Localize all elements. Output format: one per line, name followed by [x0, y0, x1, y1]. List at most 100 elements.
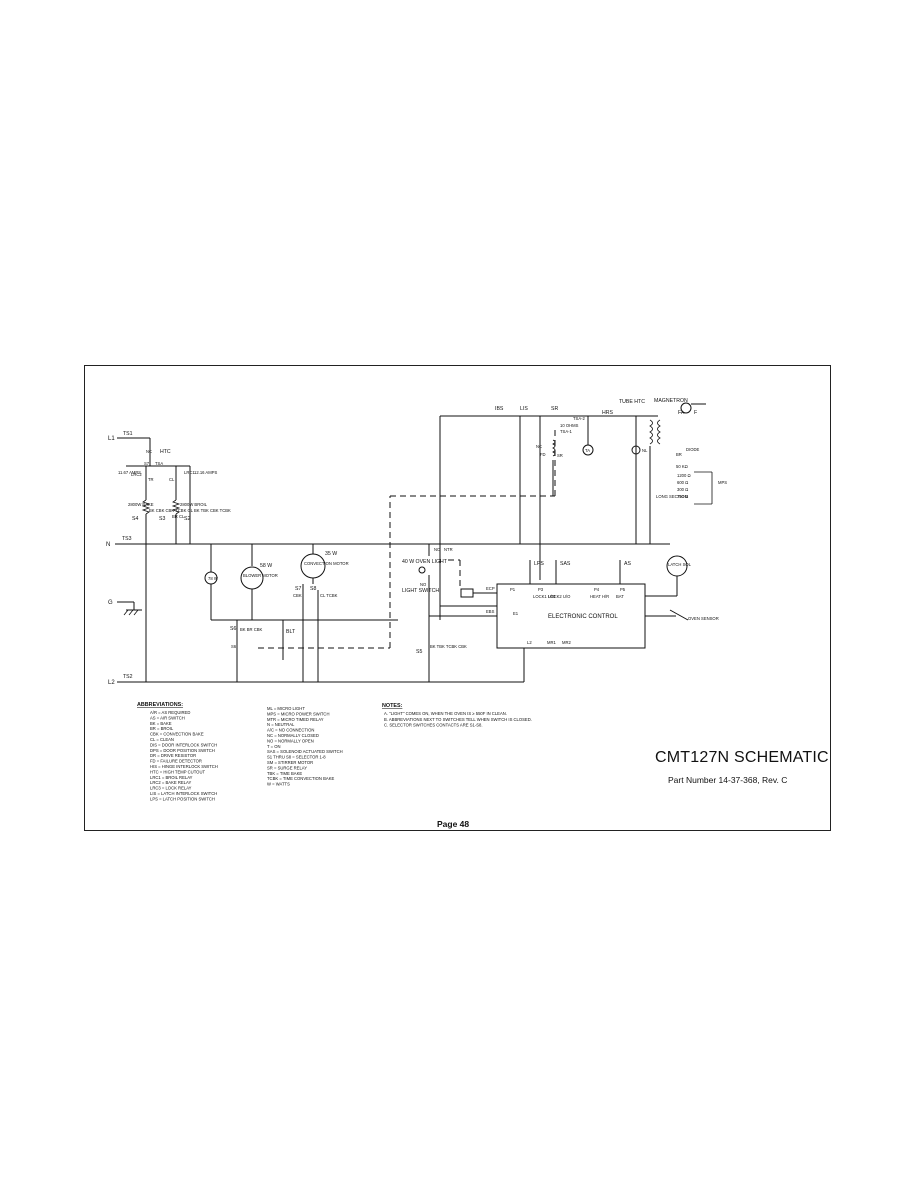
svg-text:TUBE HTC: TUBE HTC — [619, 399, 645, 405]
svg-text:NC: NC — [434, 547, 440, 552]
rail-l1-label: L1 — [108, 436, 115, 442]
rail-g-label: G — [108, 600, 113, 606]
svg-text:AS: AS — [624, 561, 631, 567]
svg-text:S6: S6 — [231, 644, 237, 649]
list-item: DR = DRIVE RESISTOR — [150, 753, 196, 758]
svg-text:LIS: LIS — [520, 406, 528, 412]
svg-text:LONG SECTION: LONG SECTION — [656, 494, 688, 499]
svg-text:11.67 AMPS: 11.67 AMPS — [118, 470, 141, 475]
svg-text:SR: SR — [557, 453, 563, 458]
svg-text:35 W: 35 W — [325, 551, 337, 557]
list-item: MTR = MICRO TIMED RELAY — [267, 717, 324, 722]
svg-text:1200 Ω: 1200 Ω — [677, 473, 691, 478]
page-number: Page 48 — [437, 819, 470, 829]
svg-text:LRC2: LRC2 — [131, 472, 142, 477]
list-item: DIS = DOOR INTERLOCK SWITCH — [150, 742, 217, 747]
svg-text:MAGNETRON: MAGNETRON — [654, 398, 688, 404]
svg-text:NC: NC — [536, 444, 542, 449]
list-item: C. SELECTOR SWITCHES CONTACTS ARE S1-S8. — [384, 723, 483, 728]
abbreviations-heading: ABBREVIATIONS: — [137, 702, 183, 708]
ts2-label: TS2 — [123, 674, 133, 680]
svg-text:MR1: MR1 — [547, 640, 557, 645]
svg-text:LOCK1 U/O: LOCK1 U/O — [533, 594, 556, 599]
loads-section: 78 W BLOWER MOTOR 58 W CONVECTION MOTOR … — [204, 430, 556, 682]
ts1-label: TS1 — [123, 431, 133, 437]
svg-text:MR2: MR2 — [562, 640, 572, 645]
list-item: BK = BAKE — [150, 721, 172, 726]
list-item: BR = BROIL — [150, 726, 174, 731]
list-item: CL = CLEAN — [150, 737, 174, 742]
svg-text:SAS: SAS — [560, 561, 571, 567]
svg-text:BK BR CBK: BK BR CBK — [240, 627, 263, 632]
part-number: Part Number 14-37-368, Rev. C — [668, 775, 788, 785]
svg-text:NO: NO — [420, 582, 427, 587]
svg-text:P5: P5 — [620, 587, 626, 592]
schematic-border — [84, 365, 831, 831]
svg-text:2800W BROIL: 2800W BROIL — [180, 502, 208, 507]
list-item: SR = SURGE RELAY — [267, 765, 307, 770]
svg-text:NL: NL — [642, 448, 648, 453]
svg-text:TA: TA — [585, 448, 590, 453]
svg-text:F: F — [694, 410, 697, 416]
svg-text:2800W BAKE: 2800W BAKE — [128, 502, 154, 507]
svg-text:IBS: IBS — [495, 406, 504, 412]
list-item: LPS = LATCH POSITION SWITCH — [150, 796, 215, 801]
list-item: ML = MICRO LIGHT — [267, 706, 305, 711]
list-item: A. "LIGHT" COMES ON, WHEN THE OVEN IS ≥ … — [384, 711, 507, 716]
rail-g: G — [108, 600, 142, 616]
svg-text:S6: S6 — [230, 626, 236, 632]
list-item: B. ABBREVIATIONS NEXT TO SWITCHES TELL W… — [384, 717, 532, 722]
notes: NOTES: A. "LIGHT" COMES ON, WHEN THE OVE… — [382, 703, 532, 728]
list-item: A/R = AS REQUIRED — [150, 710, 190, 715]
svg-text:BR: BR — [676, 452, 682, 457]
svg-text:TSA-1: TSA-1 — [560, 429, 573, 434]
svg-text:S7: S7 — [144, 461, 150, 466]
list-item: W = WATTS — [267, 782, 290, 787]
svg-text:10 OHMS: 10 OHMS — [560, 423, 579, 428]
list-item: TCBK = TIME CONVECTION BAKE — [267, 776, 334, 781]
svg-text:BLT: BLT — [286, 629, 296, 635]
svg-text:P3: P3 — [538, 587, 544, 592]
svg-text:MPS: MPS — [718, 480, 727, 485]
list-item: CBK = CONVECTION BAKE — [150, 732, 204, 737]
svg-text:ELECTRONIC CONTROL: ELECTRONIC CONTROL — [548, 614, 618, 620]
svg-text:CL: CL — [169, 477, 175, 482]
svg-text:E1: E1 — [513, 611, 519, 616]
top-circuit: IBS LIS SR HRS TUBE HTC MAGNETRON FA F N… — [439, 398, 727, 580]
svg-text:S4: S4 — [132, 516, 138, 522]
list-item: TBK = TIME BAKE — [267, 771, 302, 776]
svg-text:BK TBK TCBK CBK: BK TBK TCBK CBK — [430, 644, 467, 649]
svg-text:750 Ω: 750 Ω — [677, 494, 688, 499]
list-item: LIS = LATCH INTERLOCK SWITCH — [150, 791, 217, 796]
svg-text:50 KΩ: 50 KΩ — [676, 464, 688, 469]
list-item: SAS = SOLENOID ACTUATED SWITCH — [267, 749, 343, 754]
ts3-label: TS3 — [122, 536, 132, 542]
list-item: AS = AIR SWITCH — [150, 715, 185, 720]
rail-l1: L1 TS1 — [108, 431, 151, 460]
svg-text:BK CBK CBK TCBK CL: BK CBK CBK TCBK CL — [149, 508, 194, 513]
rail-n-label: N — [106, 542, 110, 548]
svg-text:BLOWER MOTOR: BLOWER MOTOR — [243, 573, 278, 578]
blower-motor — [240, 566, 264, 590]
list-item: SM = STIRRER MOTOR — [267, 760, 313, 765]
svg-text:S7: S7 — [295, 586, 301, 592]
electronic-control-box — [496, 583, 646, 649]
svg-text:CL TCBK: CL TCBK — [320, 593, 338, 598]
list-item: NO = NORMALLY OPEN — [267, 738, 314, 743]
svg-text:HEAT H/R: HEAT H/R — [590, 594, 609, 599]
svg-text:300 Ω: 300 Ω — [677, 487, 688, 492]
svg-text:DIODE: DIODE — [686, 447, 699, 452]
svg-text:TR: TR — [148, 477, 154, 482]
svg-text:78 W: 78 W — [208, 576, 218, 581]
rail-l2-label: L2 — [108, 680, 115, 686]
heater-section: NC HTC S7 TSA 11.67 AMPS LRC2 TR LRC1 12… — [118, 449, 231, 544]
svg-text:CBK: CBK — [293, 593, 302, 598]
svg-text:LIGHT SWITCH: LIGHT SWITCH — [402, 588, 439, 594]
rail-n: N TS3 — [106, 536, 670, 548]
list-item: S1 THRU S8 = SELECTOR 1-8 — [267, 755, 326, 760]
list-item: N = NEUTRAL — [267, 722, 295, 727]
htc-label: HTC — [160, 449, 171, 455]
svg-text:CONVECTION MOTOR: CONVECTION MOTOR — [304, 561, 349, 566]
